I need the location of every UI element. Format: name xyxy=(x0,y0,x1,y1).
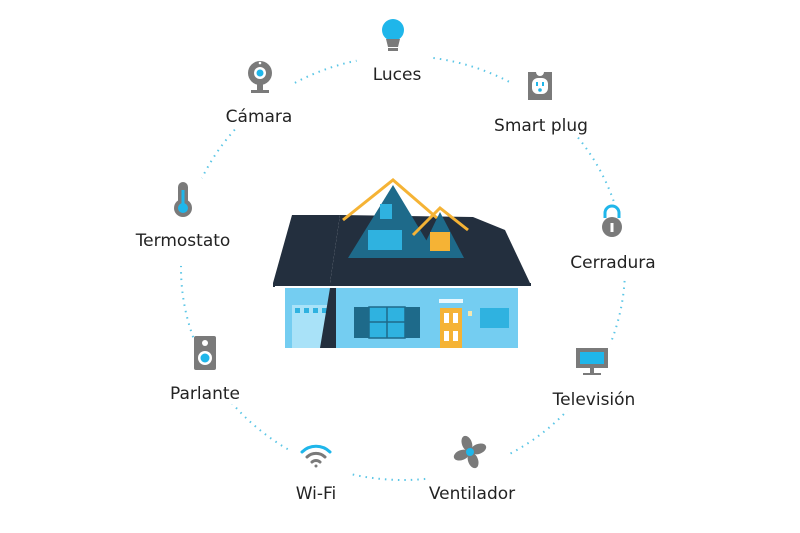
device-label-wifi: Wi-Fi xyxy=(292,484,340,504)
smart-plug-icon xyxy=(528,72,552,100)
house-illustration xyxy=(273,178,531,348)
device-label-cerradura: Cerradura xyxy=(567,253,659,273)
device-label-termostato: Termostato xyxy=(132,231,234,251)
wifi-icon xyxy=(300,444,332,468)
fan-icon xyxy=(453,435,487,469)
thermometer-icon xyxy=(174,182,192,217)
device-label-luces: Luces xyxy=(369,65,425,85)
speaker-icon xyxy=(194,336,216,370)
device-label-smart-plug: Smart plug xyxy=(491,116,591,136)
camera-icon xyxy=(248,61,272,93)
device-label-camara: Cámara xyxy=(222,107,296,127)
padlock-icon xyxy=(602,204,622,237)
device-label-television: Televisión xyxy=(549,390,639,410)
lightbulb-icon xyxy=(382,19,404,51)
television-icon xyxy=(576,348,608,375)
device-label-ventilador: Ventilador xyxy=(425,484,519,504)
device-label-parlante: Parlante xyxy=(167,384,243,404)
